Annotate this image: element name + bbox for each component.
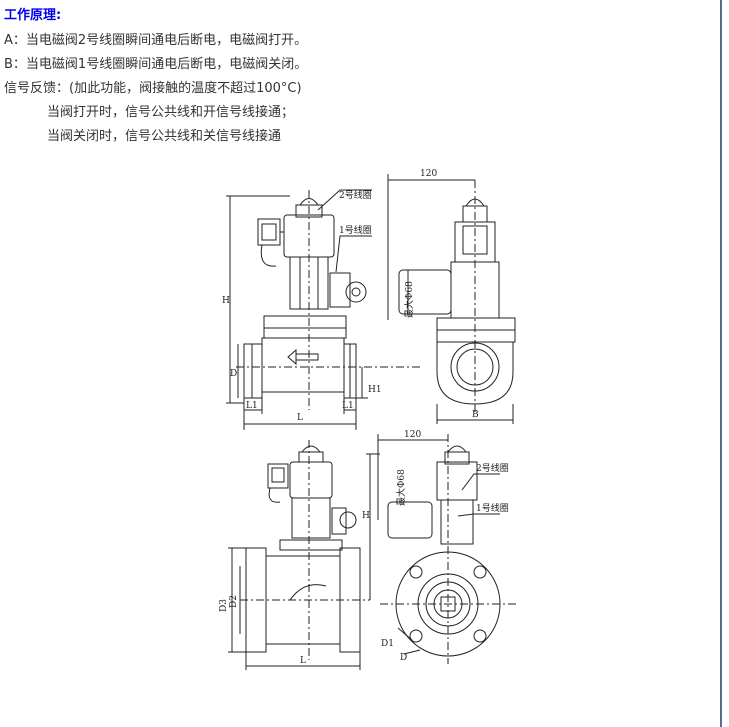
threaded-dim-l1-right: L1	[342, 401, 354, 411]
flanged-dim-d3: D3	[219, 599, 229, 612]
flanged-dim-120: 120	[404, 430, 421, 440]
signal-feedback-line: 信号反馈：(加此功能，阀接触的温度不超过100°C)	[4, 81, 302, 96]
threaded-coil2-label: 2号线圈	[339, 189, 372, 201]
threaded-valve-side-view	[387, 174, 516, 424]
threaded-dim-h: H	[222, 296, 230, 306]
flanged-valve-front-view	[228, 440, 370, 670]
flanged-dim-max: 最大Φ68	[395, 469, 407, 506]
flanged-dim-d2: D2	[229, 595, 239, 608]
flanged-dim-d: D	[400, 653, 407, 663]
threaded-valve-front-view	[226, 189, 420, 430]
threaded-coil1-label: 1号线圈	[339, 224, 372, 236]
threaded-dim-b: B	[472, 410, 479, 420]
section-heading: 工作原理:	[4, 8, 62, 23]
threaded-dim-l1-left: L1	[246, 401, 258, 411]
threaded-dim-120: 120	[420, 169, 437, 179]
flanged-dim-l: L	[300, 656, 306, 666]
threaded-dim-max: 最大Φ68	[403, 281, 415, 318]
signal-open-line: 当阀打开时，信号公共线和开信号线接通；	[47, 105, 295, 120]
principle-line-a: A：当电磁阀2号线圈瞬间通电后断电，电磁阀打开。	[4, 33, 308, 48]
threaded-dim-d: D	[230, 369, 237, 379]
flanged-coil1-label: 1号线圈	[476, 502, 509, 514]
flanged-coil2-label: 2号线圈	[476, 462, 509, 474]
signal-close-line: 当阀关闭时，信号公共线和关信号线接通	[47, 129, 282, 144]
threaded-dim-h1: H1	[368, 385, 382, 395]
principle-line-b: B：当电磁阀1号线圈瞬间通电后断电，电磁阀关闭。	[4, 57, 308, 72]
flanged-dim-d1: D1	[381, 639, 394, 649]
flanged-dim-h: H	[362, 511, 370, 521]
threaded-dim-l: L	[297, 413, 303, 423]
flanged-valve-side-view	[366, 434, 516, 664]
